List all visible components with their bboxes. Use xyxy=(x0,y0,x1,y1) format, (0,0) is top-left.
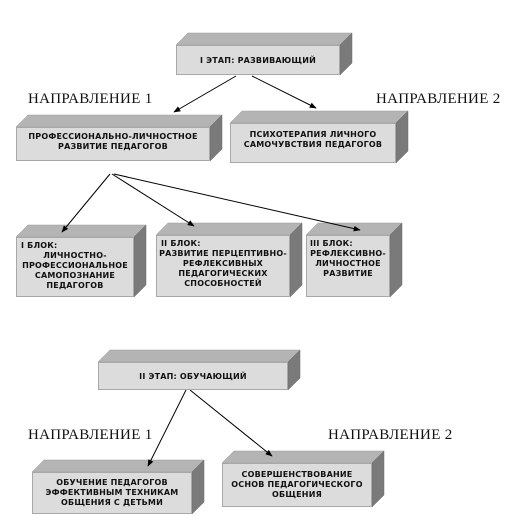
stage2-title-box-top-face xyxy=(97,349,301,363)
block1-heading: I БЛОК: xyxy=(21,241,58,250)
block1-box-side-face xyxy=(133,224,147,298)
stage2-dir2-line1: СОВЕРШЕНСТВОВАНИЕ xyxy=(241,470,353,479)
stage2-title-box: II ЭТАП: ОБУЧАЮЩИЙ xyxy=(98,362,288,390)
arrow-stage2-to-dir2 xyxy=(189,389,273,457)
stage2-direction2-box: СОВЕРШЕНСТВОВАНИЕ ОСНОВ ПЕДАГОГИЧЕСКОГО … xyxy=(222,463,372,507)
stage2-direction1-box-top-face xyxy=(31,459,205,473)
block1-line4: САМОПОЗНАНИЕ xyxy=(34,271,116,280)
stage1-dir1-line2: РАЗВИТИЕ ПЕДАГОГОВ xyxy=(58,142,168,151)
block2-box: II БЛОК: РАЗВИТИЕ ПЕРЦЕПТИВНО- РЕФЛЕКСИВ… xyxy=(156,235,290,297)
stage2-dir1-line1: ОБУЧЕНИЕ ПЕДАГОГОВ xyxy=(56,478,168,487)
stage1-dir2-line2: САМОЧУВСТВИЯ ПЕДАГОГОВ xyxy=(243,140,383,149)
stage1-direction1-label: НАПРАВЛЕНИЕ 1 xyxy=(28,91,153,107)
block1-line2: ЛИЧНОСТНО- xyxy=(43,251,107,260)
connectors xyxy=(61,75,361,467)
stage2-title: II ЭТАП: ОБУЧАЮЩИЙ xyxy=(139,372,247,381)
stage1-direction1-box-top-face xyxy=(15,114,223,128)
block2-line5: СПОСОБНОСТЕЙ xyxy=(184,279,262,288)
stage1-direction2-box-top-face xyxy=(229,110,409,124)
block1-box-top-face xyxy=(15,224,147,238)
stage1-direction2-label: НАПРАВЛЕНИЕ 2 xyxy=(376,91,501,107)
stage2-direction2-box-top-face xyxy=(221,450,385,464)
stage1-dir1-line1: ПРОФЕССИОНАЛЬНО-ЛИЧНОСТНОЕ xyxy=(28,132,198,141)
stage1-direction2-box-side-face xyxy=(395,110,409,164)
arrow-stage1-to-dir1 xyxy=(173,75,237,113)
stage1-title-box-side-face xyxy=(339,32,353,76)
stage1-title: I ЭТАП: РАЗВИВАЮЩИЙ xyxy=(200,56,316,65)
stage2-direction1-label: НАПРАВЛЕНИЕ 1 xyxy=(28,427,153,443)
stage2-direction2-label: НАПРАВЛЕНИЕ 2 xyxy=(328,427,453,443)
block2-line3: РЕФЛЕКСИВНЫХ xyxy=(182,259,264,268)
block1-box: I БЛОК: ЛИЧНОСТНО- ПРОФЕССИОНАЛЬНОЕ САМО… xyxy=(16,237,134,297)
block2-line4: ПЕДАГОГИЧЕСКИХ xyxy=(178,269,268,278)
arrow-dir1-to-block2 xyxy=(111,173,195,227)
block2-box-top-face xyxy=(155,222,303,236)
stage2-direction1-box-side-face xyxy=(191,459,205,515)
block1-line5: ПЕДАГОГОВ xyxy=(46,281,104,290)
block3-line2: РЕФЛЕКСИВНО- xyxy=(310,249,386,258)
arrow-dir1-to-block1 xyxy=(61,173,111,233)
stage1-title-box-top-face xyxy=(175,32,353,46)
block3-heading: III БЛОК: xyxy=(310,239,353,248)
stage1-direction1-box-side-face xyxy=(209,114,223,162)
block3-line3: ЛИЧНОСТНОЕ xyxy=(315,259,381,268)
stage2-direction2-box-side-face xyxy=(371,450,385,508)
stage2-title-box-side-face xyxy=(287,349,301,391)
block2-box-side-face xyxy=(289,222,303,298)
arrow-dir1-to-block3 xyxy=(113,173,361,232)
stage1-title-box: I ЭТАП: РАЗВИВАЮЩИЙ xyxy=(176,45,340,75)
block2-heading: II БЛОК: xyxy=(161,239,201,248)
arrow-stage1-to-dir2 xyxy=(251,75,317,109)
stage2-dir2-line2: ОСНОВ ПЕДАГОГИЧЕСКОГО xyxy=(231,480,363,489)
block3-box: III БЛОК: РЕФЛЕКСИВНО- ЛИЧНОСТНОЕ РАЗВИТ… xyxy=(306,235,390,297)
stage1-dir2-line1: ПСИХОТЕРАПИЯ ЛИЧНОГО xyxy=(249,130,377,139)
stage2-dir1-line2: ЭФФЕКТИВНЫМ ТЕХНИКАМ xyxy=(45,488,179,497)
stage1-direction1-box: ПРОФЕССИОНАЛЬНО-ЛИЧНОСТНОЕ РАЗВИТИЕ ПЕДА… xyxy=(16,127,210,161)
stage2-direction1-box: ОБУЧЕНИЕ ПЕДАГОГОВ ЭФФЕКТИВНЫМ ТЕХНИКАМ … xyxy=(32,472,192,514)
block1-line3: ПРОФЕССИОНАЛЬНОЕ xyxy=(22,261,128,270)
stage1-direction2-box: ПСИХОТЕРАПИЯ ЛИЧНОГО САМОЧУВСТВИЯ ПЕДАГО… xyxy=(230,123,396,163)
block2-line2: РАЗВИТИЕ ПЕРЦЕПТИВНО- xyxy=(159,249,287,258)
block3-line4: РАЗВИТИЕ xyxy=(323,269,373,278)
stage2-dir2-line3: ОБЩЕНИЯ xyxy=(272,490,322,499)
stage2-dir1-line3: ОБЩЕНИЯ С ДЕТЬМИ xyxy=(61,498,163,507)
arrow-stage2-to-dir1 xyxy=(147,389,187,467)
block3-box-side-face xyxy=(389,222,403,298)
